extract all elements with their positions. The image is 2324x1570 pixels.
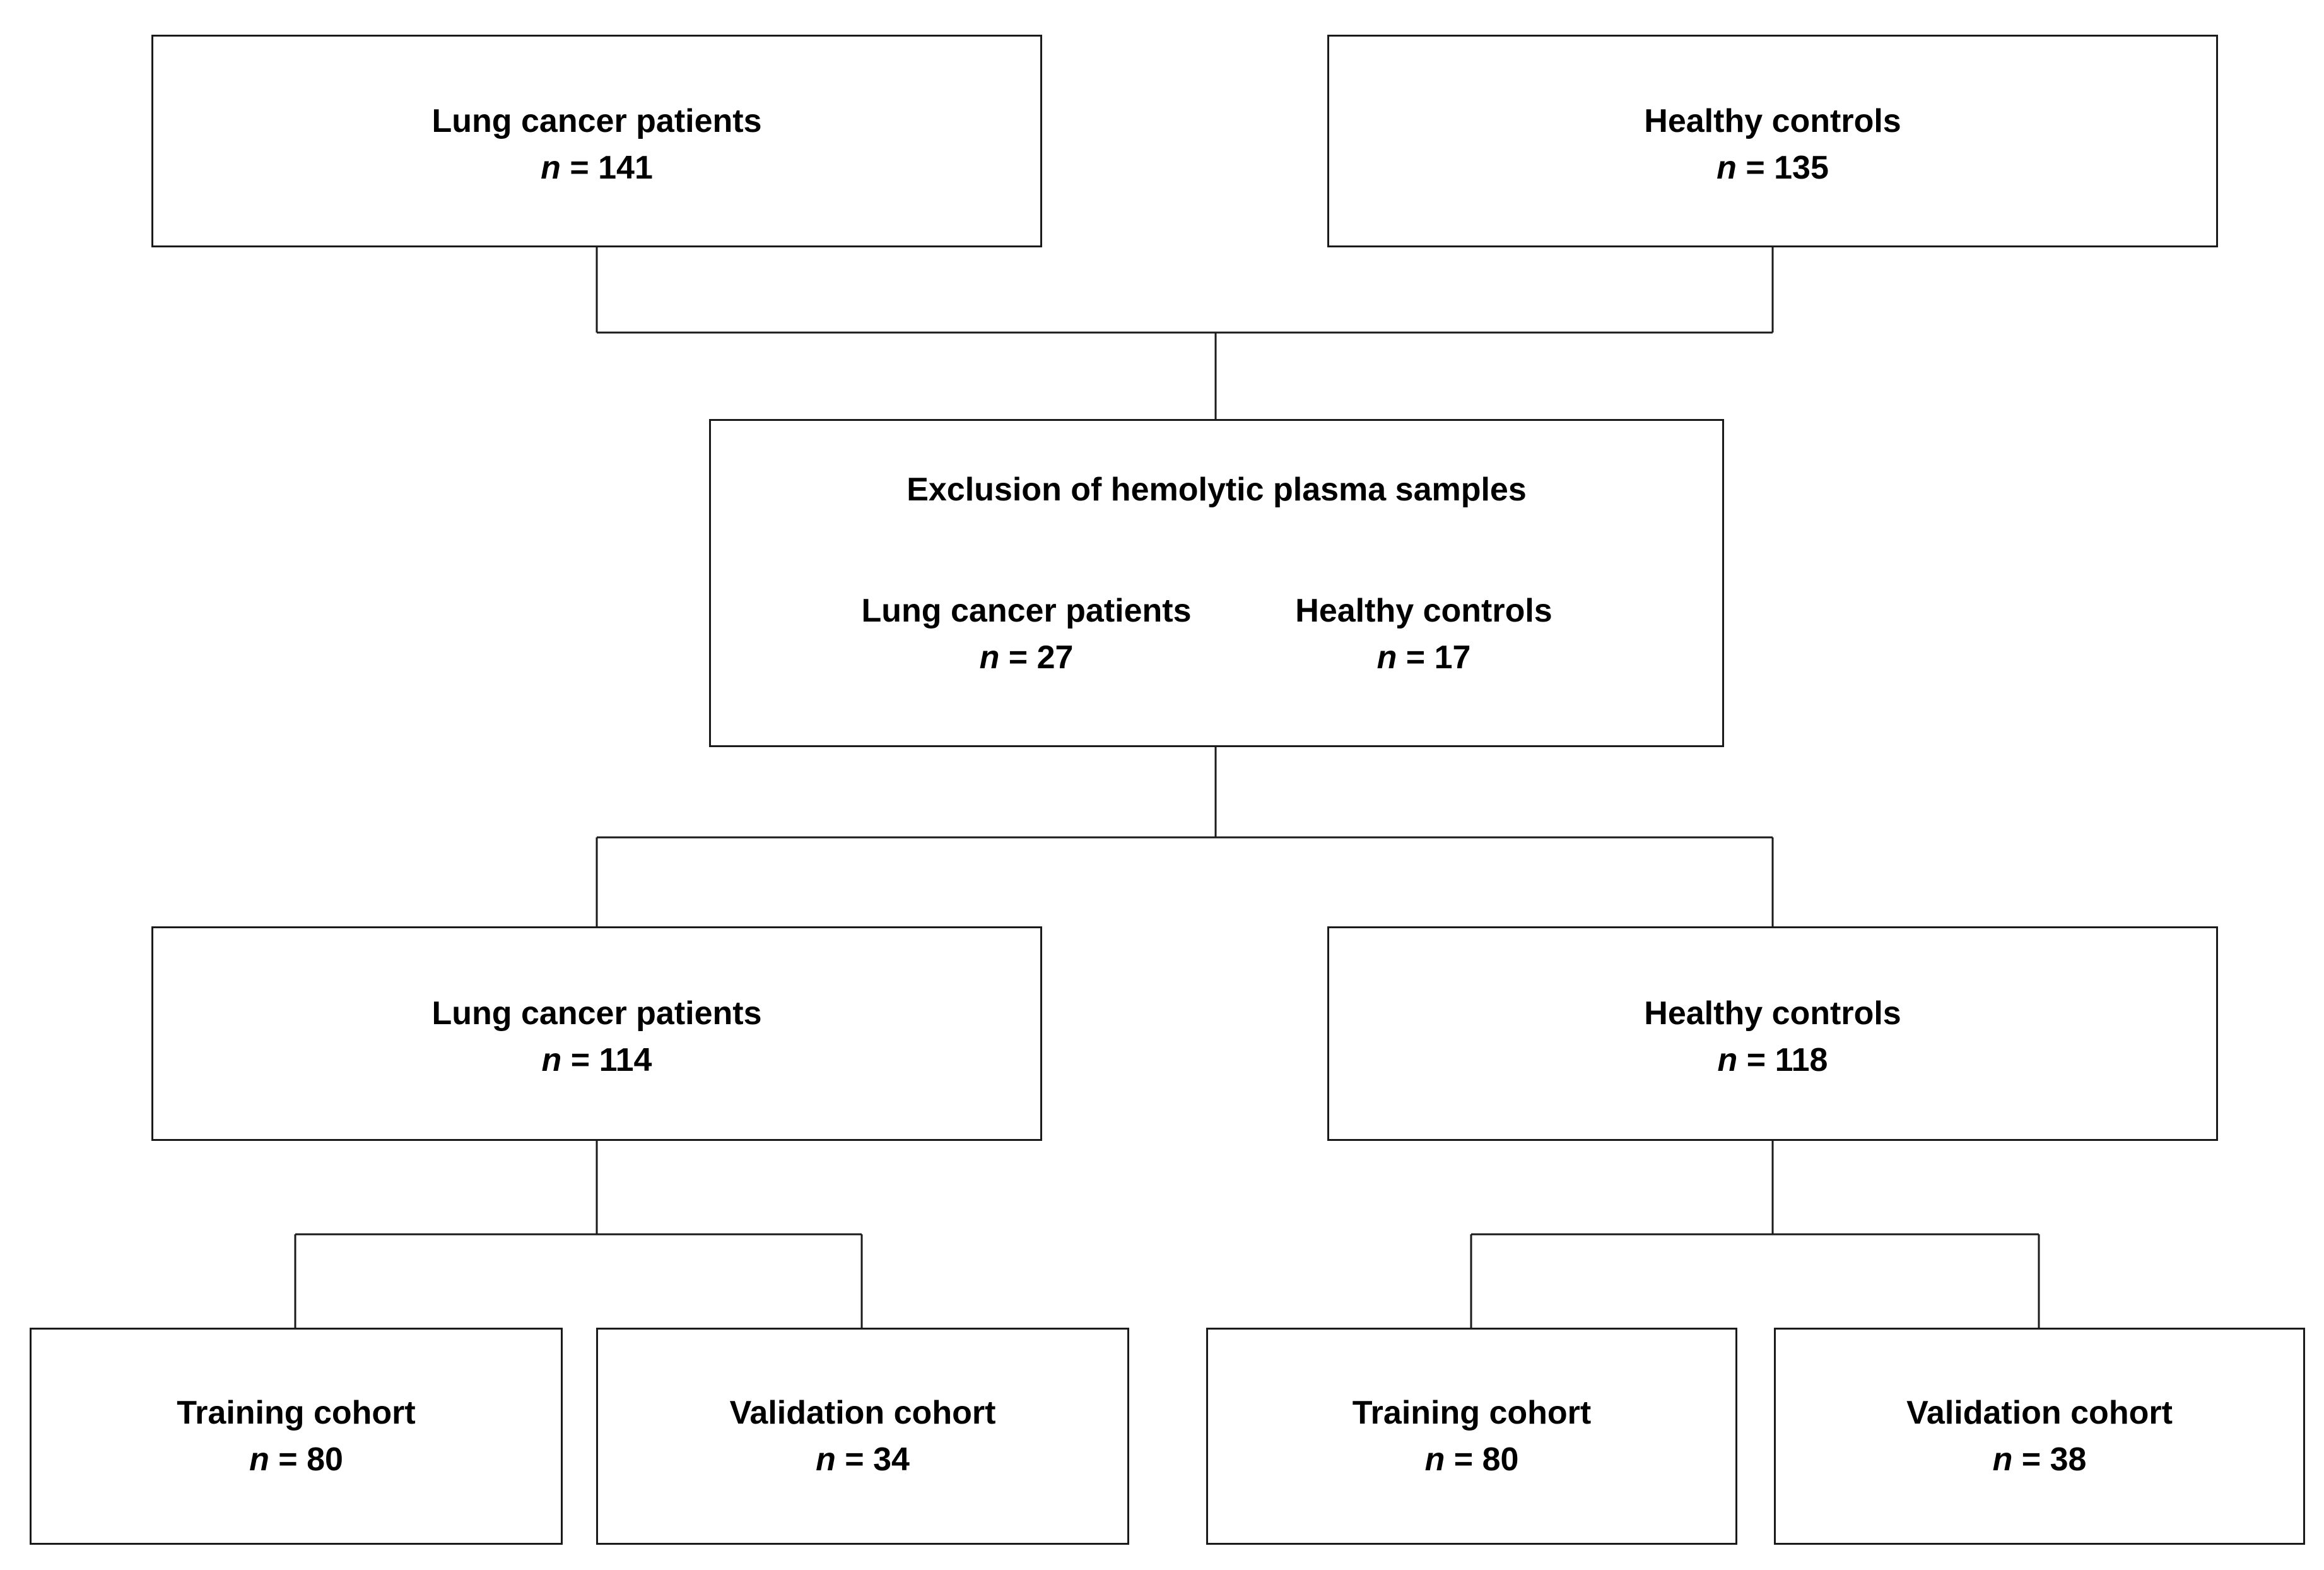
exclusion-lung-label: Lung cancer patients — [861, 593, 1192, 629]
node-count: n = 118 — [1717, 1042, 1828, 1078]
healthy-controls-initial-box: Healthy controls n = 135 — [1327, 35, 2218, 247]
lung-training-cohort-box: Training cohort n = 80 — [30, 1328, 563, 1545]
lung-validation-cohort-box: Validation cohort n = 34 — [596, 1328, 1129, 1545]
exclusion-box: Exclusion of hemolytic plasma samples Lu… — [709, 419, 1724, 747]
node-label: Validation cohort — [729, 1395, 996, 1431]
healthy-training-cohort-box: Training cohort n = 80 — [1206, 1328, 1737, 1545]
exclusion-lung-group: Lung cancer patients n = 27 — [850, 587, 1203, 681]
node-label: Training cohort — [1352, 1395, 1592, 1431]
node-label: Lung cancer patients — [431, 102, 762, 139]
node-count: n = 38 — [1992, 1441, 2087, 1478]
node-count: n = 80 — [1424, 1441, 1519, 1478]
exclusion-healthy-count: n = 17 — [1376, 639, 1471, 676]
node-count: n = 34 — [816, 1441, 910, 1478]
node-count: n = 80 — [249, 1441, 343, 1478]
exclusion-healthy-group: Healthy controls n = 17 — [1266, 587, 1582, 681]
lung-cancer-patients-final-box: Lung cancer patients n = 114 — [151, 926, 1042, 1141]
node-count: n = 114 — [541, 1042, 652, 1078]
healthy-validation-cohort-box: Validation cohort n = 38 — [1774, 1328, 2305, 1545]
exclusion-healthy-label: Healthy controls — [1295, 593, 1552, 629]
exclusion-lung-count: n = 27 — [979, 639, 1074, 676]
node-count: n = 135 — [1717, 149, 1829, 186]
node-count: n = 141 — [541, 149, 653, 186]
healthy-controls-final-box: Healthy controls n = 118 — [1327, 926, 2218, 1141]
node-label: Training cohort — [177, 1395, 416, 1431]
exclusion-title: Exclusion of hemolytic plasma samples — [907, 471, 1527, 508]
node-label: Validation cohort — [1906, 1395, 2173, 1431]
node-label: Healthy controls — [1644, 102, 1901, 139]
node-label: Lung cancer patients — [431, 995, 762, 1032]
lung-cancer-patients-initial-box: Lung cancer patients n = 141 — [151, 35, 1042, 247]
node-label: Healthy controls — [1644, 995, 1901, 1032]
